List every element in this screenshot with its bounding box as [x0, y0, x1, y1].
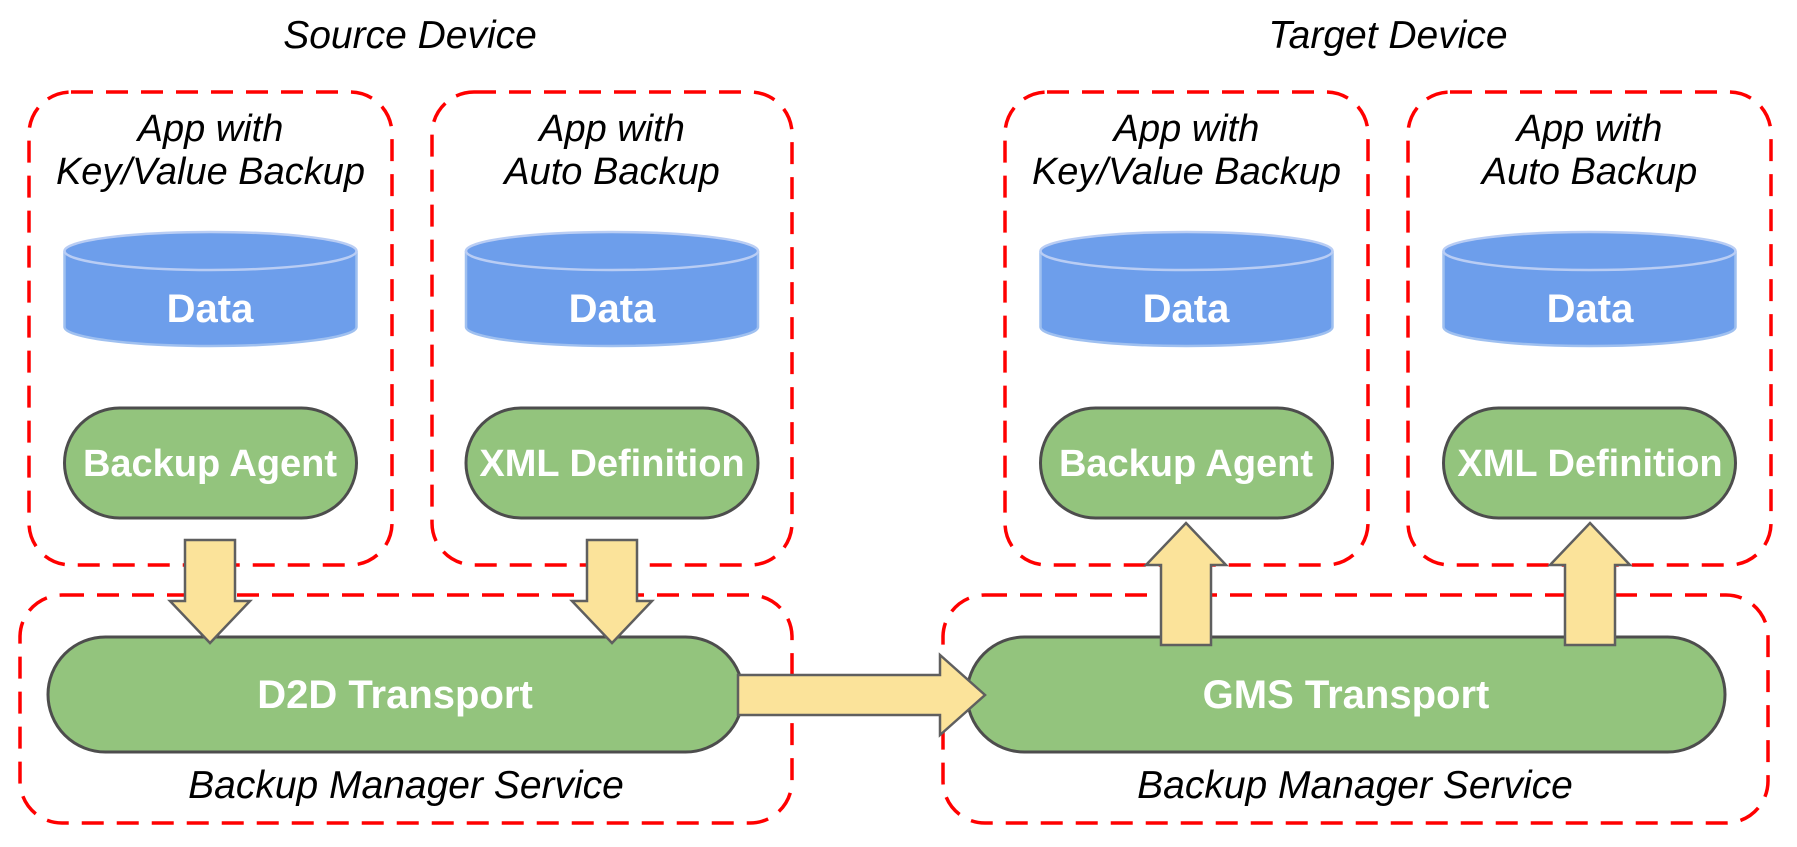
app-label-line1: App with	[137, 108, 284, 150]
arrow-backup-agent-to-d2d-icon	[167, 538, 253, 645]
source-keyvalue-data-label: Data	[166, 287, 254, 331]
source-backup-manager-caption: Backup Manager Service	[188, 764, 624, 807]
target-auto-app-label: App with Auto Backup	[1408, 108, 1771, 194]
app-label-line1: App with	[1516, 108, 1663, 150]
app-label-line2: Auto Backup	[1481, 151, 1698, 193]
target-keyvalue-app-label: App with Key/Value Backup	[1005, 108, 1368, 194]
source-keyvalue-app-box	[27, 90, 394, 567]
arrow-d2d-to-gms-icon	[736, 652, 987, 738]
target-auto-data-cylinder	[1442, 230, 1737, 348]
source-backup-agent-label: Backup Agent	[82, 443, 338, 485]
gms-transport-label: GMS Transport	[1202, 673, 1490, 717]
app-label-line2: Key/Value Backup	[1031, 151, 1342, 193]
source-device-title: Source Device	[283, 14, 537, 57]
app-label-line1: App with	[539, 108, 685, 150]
source-xml-definition-label: XML Definition	[479, 443, 745, 485]
arrow-gms-to-xml-definition-icon	[1547, 521, 1633, 647]
arrow-gms-to-backup-agent-icon	[1143, 521, 1229, 647]
target-backup-agent-pill	[1039, 406, 1334, 520]
target-device-title: Target Device	[1268, 14, 1508, 57]
source-backup-agent-pill	[63, 406, 358, 520]
target-backup-manager-caption: Backup Manager Service	[1137, 764, 1573, 807]
d2d-transport-label: D2D Transport	[257, 673, 533, 717]
target-backup-agent-label: Backup Agent	[1058, 443, 1314, 485]
app-label-line1: App with	[1113, 108, 1260, 150]
source-auto-data-label: Data	[568, 287, 656, 331]
source-keyvalue-data-cylinder	[63, 230, 358, 348]
source-auto-app-box	[430, 90, 794, 567]
target-auto-app-box	[1406, 90, 1773, 567]
source-auto-data-cylinder	[464, 230, 760, 348]
target-keyvalue-data-label: Data	[1142, 287, 1230, 331]
target-auto-data-label: Data	[1546, 287, 1634, 331]
target-keyvalue-data-cylinder	[1039, 230, 1334, 348]
arrow-xml-definition-to-d2d-icon	[569, 538, 655, 645]
target-xml-definition-label: XML Definition	[1457, 443, 1723, 485]
app-label-line2: Auto Backup	[504, 151, 720, 193]
source-xml-definition-pill	[464, 406, 760, 520]
target-xml-definition-pill	[1442, 406, 1737, 520]
source-keyvalue-app-label: App with Key/Value Backup	[29, 108, 392, 194]
source-auto-app-label: App with Auto Backup	[432, 108, 792, 194]
app-label-line2: Key/Value Backup	[55, 151, 366, 193]
target-keyvalue-app-box	[1003, 90, 1370, 567]
